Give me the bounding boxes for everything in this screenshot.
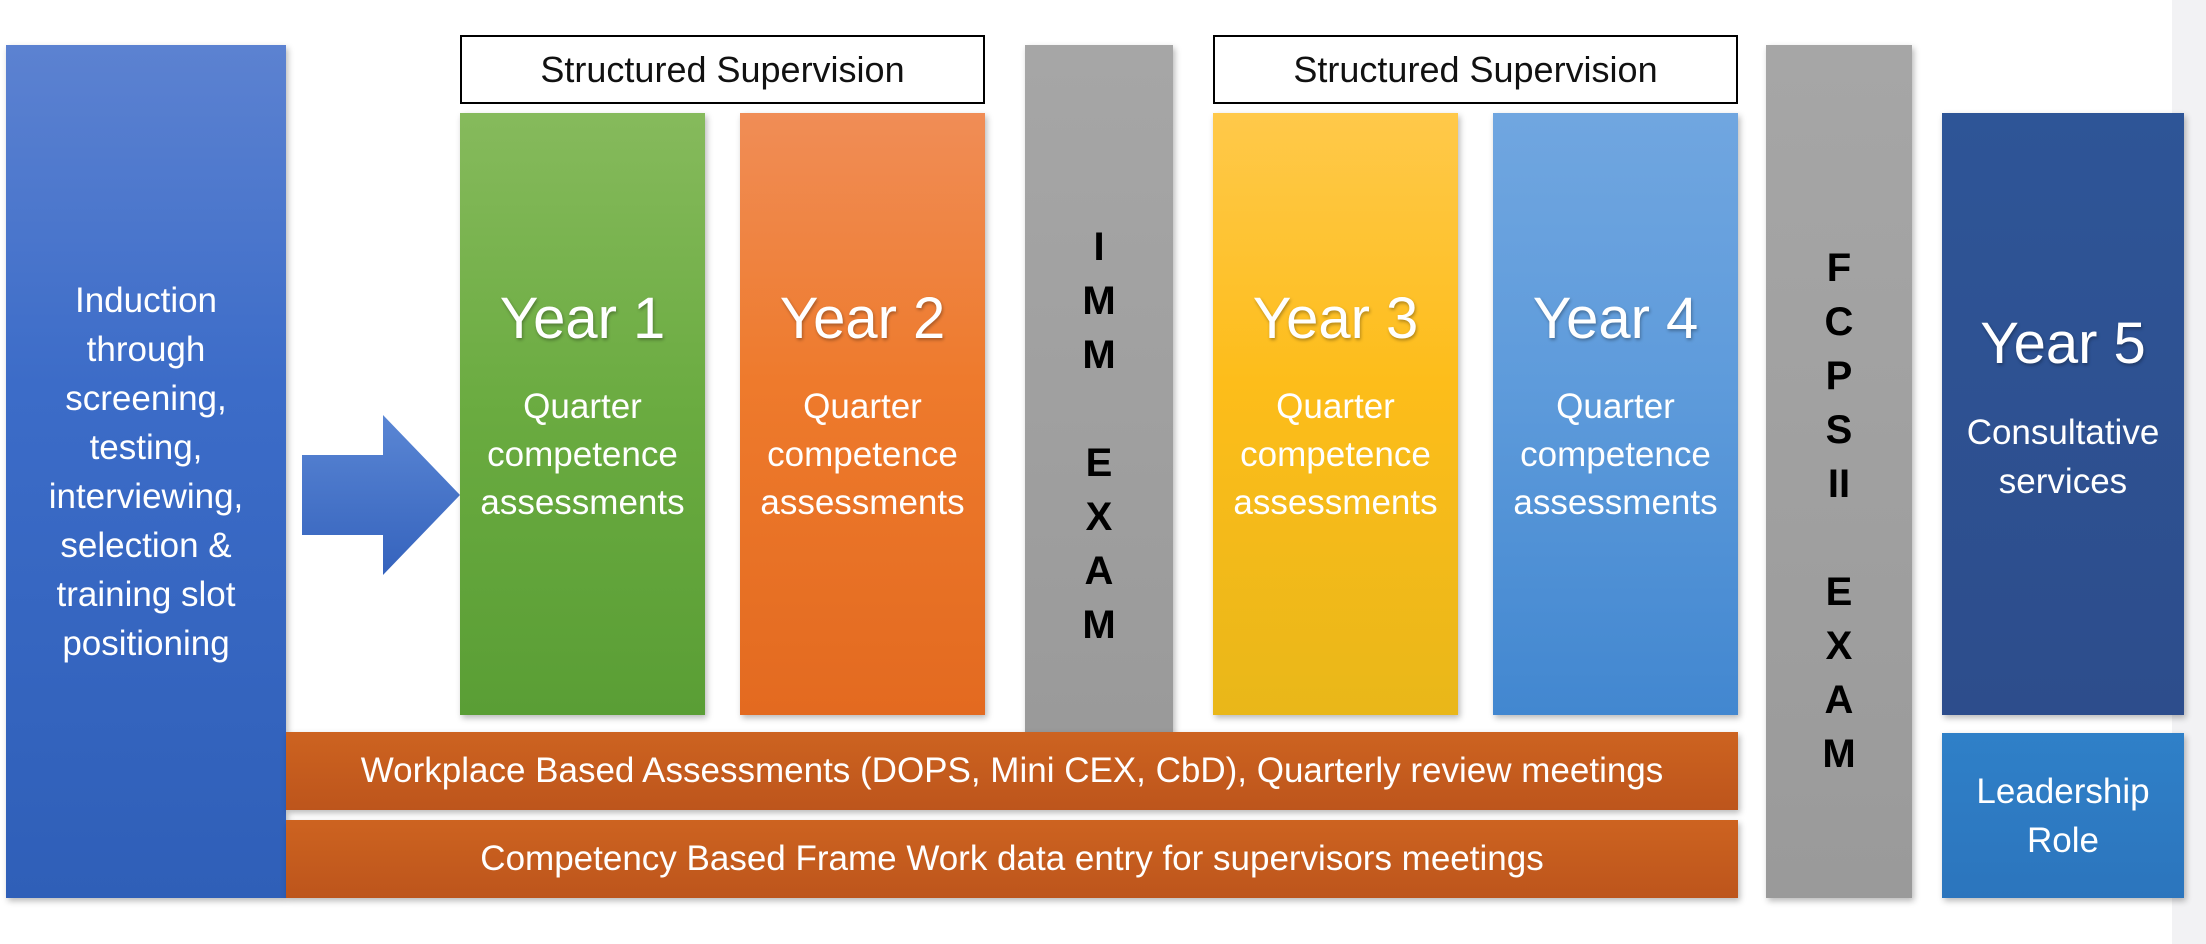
fcps-ii-exam-column: F C P S II E X A M [1766, 45, 1912, 898]
year-description: Consultative services [1967, 408, 2160, 506]
exam-letter: F [1826, 246, 1852, 290]
year-title: Year 1 [499, 286, 666, 351]
year-desc-line: Quarter [1276, 387, 1395, 426]
structured-supervision-header-1: Structured Supervision [460, 35, 985, 104]
exam-letter: M [1082, 279, 1116, 323]
exam-letter: II [1827, 462, 1851, 506]
year-desc-line: Consultative [1966, 413, 2160, 452]
year-title: Year 5 [1980, 311, 2146, 376]
exam-letter: X [1825, 624, 1853, 668]
competency-framework-band: Competency Based Frame Work data entry f… [286, 820, 1738, 898]
workplace-assessments-label: Workplace Based Assessments (DOPS, Mini … [360, 751, 1664, 790]
exam-letter: S [1825, 408, 1853, 452]
year-5-box: Year 5 Consultative services [1942, 113, 2184, 715]
exam-letter: M [1822, 732, 1856, 776]
year-description: Quarter competence assessments [760, 383, 964, 527]
induction-line: Induction [74, 280, 218, 320]
induction-line: training slot [56, 574, 236, 614]
year-desc-line: competence [487, 435, 678, 474]
year-desc-line: Quarter [523, 387, 642, 426]
year-desc-line: Quarter [1556, 387, 1675, 426]
exam-letter: A [1824, 678, 1854, 722]
induction-line: selection & [60, 525, 232, 565]
year-1-box: Year 1 Quarter competence assessments [460, 113, 705, 715]
year-3-box: Year 3 Quarter competence assessments [1213, 113, 1458, 715]
year-title: Year 3 [1252, 286, 1419, 351]
year-4-box: Year 4 Quarter competence assessments [1493, 113, 1738, 715]
year-desc-line: competence [1520, 435, 1711, 474]
right-arrow-icon [302, 415, 460, 575]
year-description: Quarter competence assessments [480, 383, 684, 527]
induction-line: through [86, 329, 206, 369]
year-desc-line: Quarter [803, 387, 922, 426]
exam-letter: M [1082, 603, 1116, 647]
year-desc-line: assessments [760, 483, 965, 522]
year-desc-line: assessments [1233, 483, 1438, 522]
exam-letter: A [1084, 549, 1114, 593]
competency-framework-label: Competency Based Frame Work data entry f… [480, 839, 1544, 878]
exam-letter: M [1082, 333, 1116, 377]
year-desc-line: competence [767, 435, 958, 474]
imm-exam-column: I M M E X A M [1025, 45, 1173, 735]
induction-line: positioning [62, 623, 230, 663]
induction-box: Induction through screening, testing, in… [6, 45, 286, 898]
exam-letter: E [1825, 570, 1853, 614]
leadership-role-box: Leadership Role [1942, 733, 2184, 898]
exam-letter: E [1085, 441, 1113, 485]
year-desc-line: assessments [480, 483, 685, 522]
year-title: Year 2 [779, 286, 946, 351]
exam-letter: C [1824, 300, 1854, 344]
exam-letter: I [1093, 225, 1105, 269]
year-description: Quarter competence assessments [1233, 383, 1437, 527]
induction-line: interviewing, [48, 476, 244, 516]
structured-supervision-header-2: Structured Supervision [1213, 35, 1738, 104]
structured-supervision-label: Structured Supervision [1293, 48, 1658, 90]
year-desc-line: competence [1240, 435, 1431, 474]
exam-letter: X [1085, 495, 1113, 539]
leadership-line: Role [2027, 820, 2099, 860]
leadership-line: Leadership [1976, 771, 2150, 811]
workplace-assessments-band: Workplace Based Assessments (DOPS, Mini … [286, 732, 1738, 810]
year-title: Year 4 [1532, 286, 1699, 351]
induction-line: screening, [65, 378, 227, 418]
year-2-box: Year 2 Quarter competence assessments [740, 113, 985, 715]
exam-letter: P [1825, 354, 1853, 398]
year-desc-line: assessments [1513, 483, 1718, 522]
structured-supervision-label: Structured Supervision [540, 48, 905, 90]
induction-line: testing, [89, 427, 203, 467]
year-description: Quarter competence assessments [1513, 383, 1717, 527]
year-desc-line: services [1998, 462, 2128, 501]
